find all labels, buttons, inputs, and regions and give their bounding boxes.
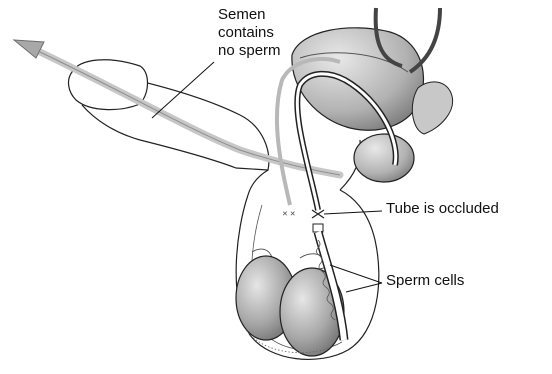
prostate [354, 134, 414, 182]
occlusion-marker-left: ✕ ✕ [282, 211, 296, 218]
leader-sperm-2 [346, 283, 382, 292]
semen-label-line1: Semen [218, 6, 281, 24]
leader-sperm-1 [330, 265, 382, 283]
body-contour [248, 170, 268, 195]
bladder [292, 28, 424, 130]
seminal-vesicle [412, 82, 452, 134]
leader-tube [324, 211, 382, 214]
semen-label: Semen contains no sperm [218, 6, 281, 60]
occlusion-marker [312, 210, 324, 232]
semen-label-line2: contains [218, 24, 281, 42]
semen-label-line3: no sperm [218, 42, 281, 60]
tube-occluded-label: Tube is occluded [386, 200, 499, 218]
sperm-cells-label: Sperm cells [386, 272, 464, 290]
svg-text:✕ ✕: ✕ ✕ [282, 211, 296, 218]
